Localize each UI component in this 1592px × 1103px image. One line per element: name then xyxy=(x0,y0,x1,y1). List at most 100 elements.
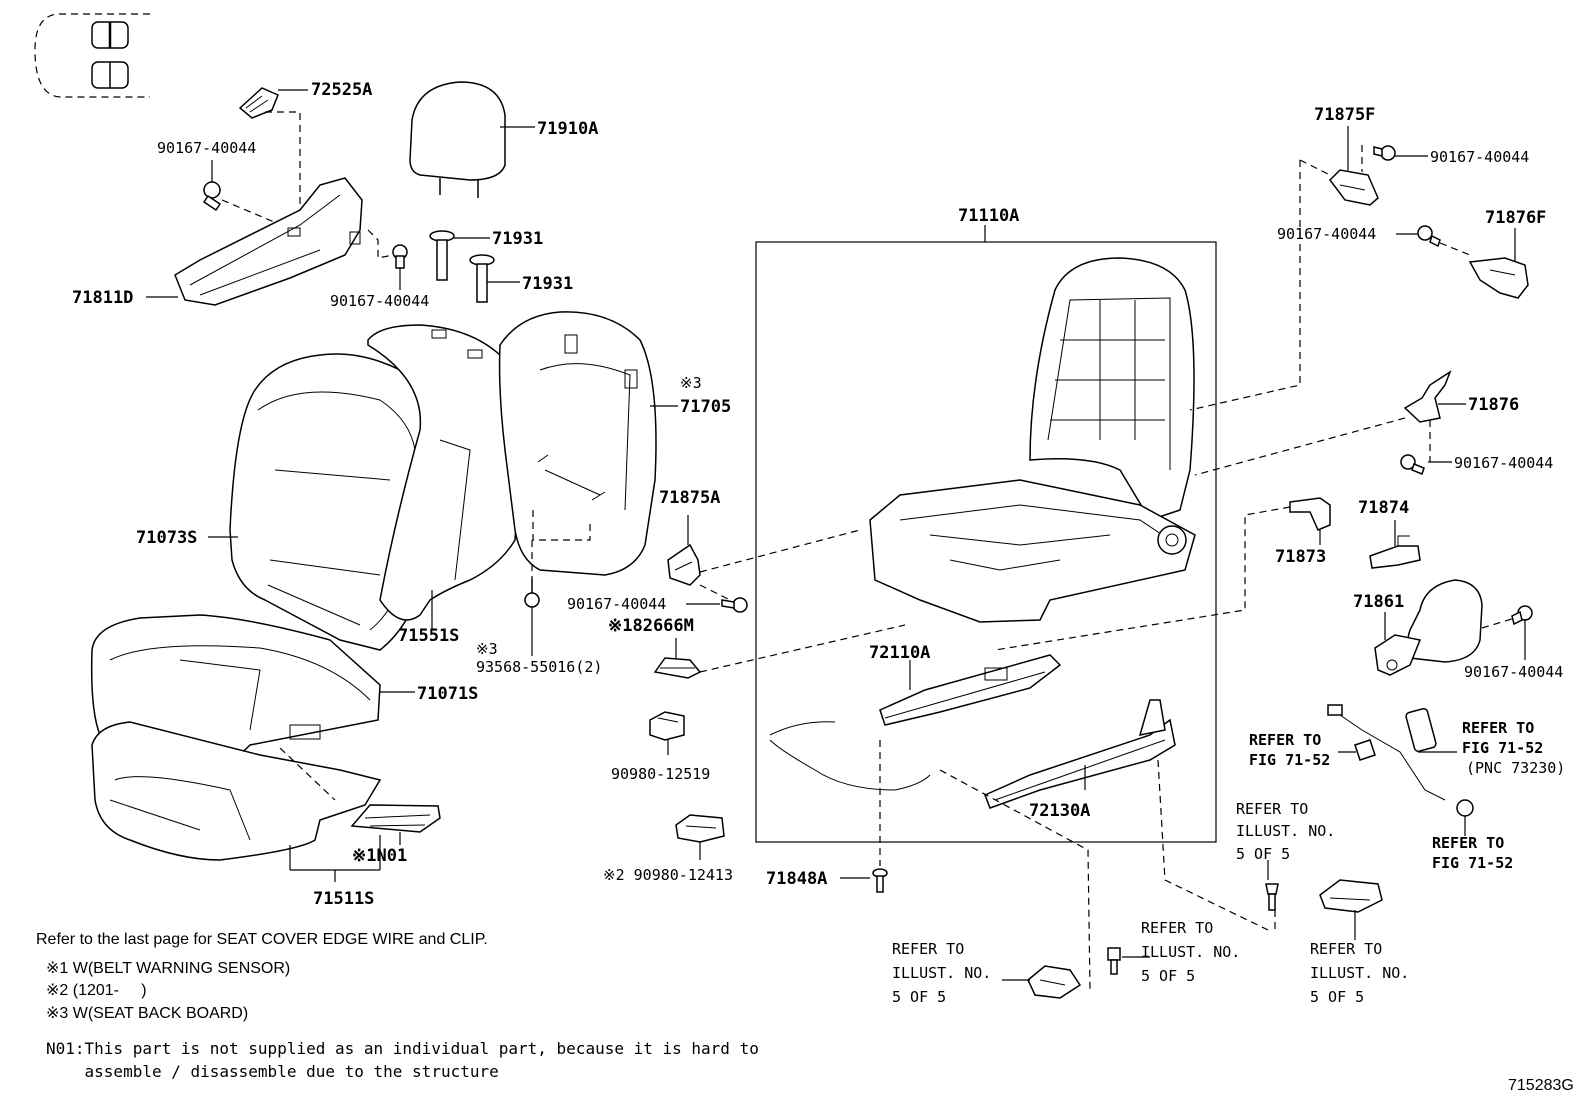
bracket-71876-icon xyxy=(1403,370,1452,423)
label-71848a: 71848A xyxy=(766,869,827,889)
label-71071s: 71071S xyxy=(417,684,478,704)
refer-r7-line2: ILLUST. NO. xyxy=(1310,964,1409,982)
side-cover-71811d-icon xyxy=(174,177,363,306)
bracket-71874-icon xyxy=(1369,535,1421,569)
refer-r3-line1: REFER TO xyxy=(1432,834,1504,852)
bracket-82666m-icon xyxy=(653,657,702,679)
label-71705: 71705 xyxy=(680,397,731,417)
refer-r4-line3: 5 OF 5 xyxy=(1236,845,1290,863)
label-71876: 71876 xyxy=(1468,395,1519,415)
label-71910a: 71910A xyxy=(537,119,598,139)
label-71073s: 71073S xyxy=(136,528,197,548)
seat-cushion-pad-71511s-icon xyxy=(91,721,382,861)
label-90167-mid: 90167-40044 xyxy=(567,595,666,613)
refer-r2-line1: REFER TO xyxy=(1462,719,1534,737)
assembly-71110a-box xyxy=(755,241,1217,843)
label-90167-r1: 90167-40044 xyxy=(1430,148,1529,166)
bracket-71876f-icon xyxy=(1468,257,1529,299)
screw-icon xyxy=(1511,605,1533,626)
seat-position-indicator-icon xyxy=(34,13,150,98)
label-71110a: 71110A xyxy=(958,206,1019,226)
label-71875f: 71875F xyxy=(1314,105,1375,125)
label-71874: 71874 xyxy=(1358,498,1409,518)
label-n01: ※1N01 xyxy=(352,846,407,866)
note-line2: ※1 W(BELT WARNING SENSOR) xyxy=(46,960,290,977)
refer-r6-line1: REFER TO xyxy=(892,940,964,958)
note-line4: ※3 W(SEAT BACK BOARD) xyxy=(46,1005,248,1022)
label-72130a: 72130A xyxy=(1029,801,1090,821)
screw-icon xyxy=(392,244,408,269)
bracket-71875f-icon xyxy=(1329,169,1379,206)
refer-r7-line3: 5 OF 5 xyxy=(1310,988,1364,1006)
note-line1: Refer to the last page for SEAT COVER ED… xyxy=(36,931,488,948)
label-72110a: 72110A xyxy=(869,643,930,663)
headrest-71910a-icon xyxy=(409,81,506,198)
label-90167-r3: 90167-40044 xyxy=(1454,454,1553,472)
connector-90980-12519-icon xyxy=(649,711,685,741)
label-71705-mark: ※3 xyxy=(680,374,702,392)
refer-r4-line2: ILLUST. NO. xyxy=(1236,822,1335,840)
screw-icon xyxy=(1400,454,1425,475)
label-90980-12413: ※2 90980-12413 xyxy=(603,866,733,884)
seat-rail-72130a-icon xyxy=(984,699,1176,809)
bracket-71873-icon xyxy=(1289,497,1331,531)
seat-rail-72110a-icon xyxy=(879,654,1062,726)
label-72525a: 72525A xyxy=(311,80,372,100)
seatbelt-buckle-icon xyxy=(1327,704,1474,817)
refer-r5-line3: 5 OF 5 xyxy=(1141,967,1195,985)
bolt-71848a-icon xyxy=(872,868,888,893)
label-90167-r4: 90167-40044 xyxy=(1464,663,1563,681)
label-90980-12519: 90980-12519 xyxy=(611,765,710,783)
refer-r5-line2: ILLUST. NO. xyxy=(1141,943,1240,961)
label-93568: 93568-55016(2) xyxy=(476,658,602,676)
label-71876f: 71876F xyxy=(1485,208,1546,228)
label-93568-mark: ※3 xyxy=(476,640,498,658)
refer-r1-line2: FIG 71-52 xyxy=(1249,751,1330,769)
label-71511s: 71511S xyxy=(313,889,374,909)
refer-r1-line1: REFER TO xyxy=(1249,731,1321,749)
figure-id: 715283G xyxy=(1508,1077,1574,1094)
note-n01-line2: assemble / disassemble due to the struct… xyxy=(46,1062,499,1081)
trim-cover-icon xyxy=(1027,965,1082,999)
seat-back-board-71705-icon xyxy=(498,311,657,576)
screw-icon xyxy=(202,181,222,212)
refer-r7-line1: REFER TO xyxy=(1310,940,1382,958)
refer-r3-line2: FIG 71-52 xyxy=(1432,854,1513,872)
label-82666m: ※182666M xyxy=(608,616,694,636)
refer-r6-line3: 5 OF 5 xyxy=(892,988,946,1006)
connector-90980-12413-icon xyxy=(675,814,725,843)
trim-cover-icon xyxy=(1319,879,1383,913)
refer-r2-line2: FIG 71-52 xyxy=(1462,739,1543,757)
note-line3: ※2 (1201- ) xyxy=(46,982,147,999)
screw-icon xyxy=(1373,145,1396,161)
label-71931a: 71931 xyxy=(492,229,543,249)
note-n01-line1: N01:This part is not supplied as an indi… xyxy=(46,1039,759,1058)
wire-harness-icon xyxy=(769,721,931,791)
label-90167-tl2: 90167-40044 xyxy=(330,292,429,310)
label-90167-tl1: 90167-40044 xyxy=(157,139,256,157)
headrest-guide-icon xyxy=(429,230,455,281)
bolt-icon xyxy=(1265,883,1279,911)
label-71873: 71873 xyxy=(1275,547,1326,567)
seat-back-pad-71551s-icon xyxy=(367,324,524,621)
bolt-icon xyxy=(1107,947,1121,975)
label-90167-r2: 90167-40044 xyxy=(1277,225,1376,243)
headrest-guide-icon xyxy=(469,254,495,303)
label-71551s: 71551S xyxy=(398,626,459,646)
label-71931b: 71931 xyxy=(522,274,573,294)
screw-icon xyxy=(1417,225,1441,248)
seat-frame-icon xyxy=(869,257,1196,623)
cover-71861-icon xyxy=(1374,579,1483,676)
screw-icon xyxy=(524,578,540,608)
label-71861: 71861 xyxy=(1353,592,1404,612)
screw-icon xyxy=(721,597,748,613)
label-71875a: 71875A xyxy=(659,488,720,508)
clip-72525a-icon xyxy=(238,87,279,119)
refer-r5-line1: REFER TO xyxy=(1141,919,1213,937)
refer-r4-line1: REFER TO xyxy=(1236,800,1308,818)
refer-r2-line3: (PNC 73230) xyxy=(1466,759,1565,777)
refer-r6-line2: ILLUST. NO. xyxy=(892,964,991,982)
bracket-71875a-icon xyxy=(667,543,701,586)
